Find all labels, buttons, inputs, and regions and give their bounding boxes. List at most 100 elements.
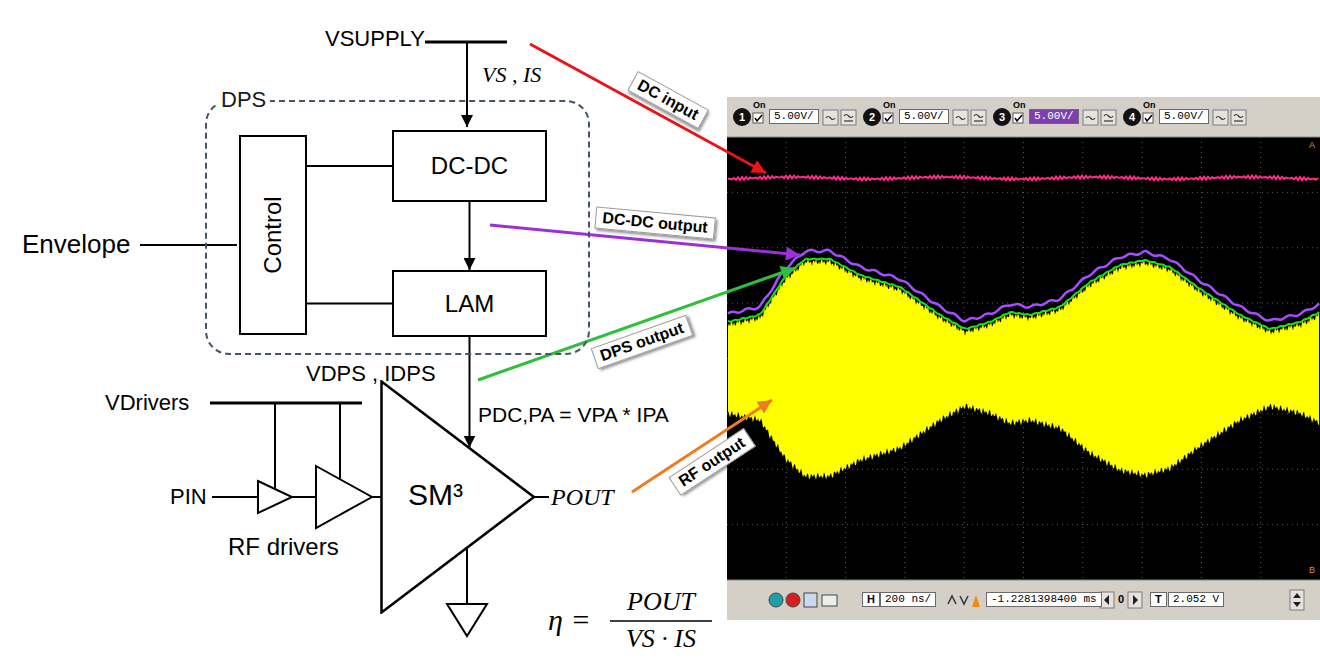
signal-name: VDPS , IDPS — [306, 363, 436, 385]
wave-icon — [826, 117, 835, 120]
scope-top-bar — [727, 97, 1320, 137]
driver-triangle — [316, 466, 372, 528]
wave-icon — [1104, 115, 1113, 118]
block-label: LAM — [445, 292, 494, 316]
connector — [469, 202, 471, 270]
wave-icon — [844, 115, 853, 118]
dps-group: DPSControlDC-DCLAM — [205, 100, 590, 355]
wave-icon — [1104, 120, 1113, 121]
channel-badge — [993, 108, 1011, 126]
supply-name: VDrivers — [105, 392, 189, 414]
marker-letter: A — [1309, 141, 1315, 150]
printer-icon — [822, 595, 837, 606]
wave-icon — [974, 120, 983, 121]
signal-name: PIN — [170, 486, 207, 508]
channel-badge — [733, 108, 751, 126]
trigger-value: 2.052 V — [1168, 592, 1224, 607]
channel-number: 3 — [999, 112, 1005, 123]
delay-value: -1.2281398400 ms — [986, 592, 1102, 607]
coupling-button — [1213, 110, 1228, 125]
channel-state: On — [753, 101, 766, 110]
input-name: Envelope — [22, 231, 130, 257]
trigger-marker — [972, 595, 980, 607]
supply-trace — [728, 176, 1318, 181]
envelope-wire — [140, 244, 237, 246]
step-button — [1128, 592, 1142, 608]
input-wire — [212, 496, 258, 498]
control-block: Control — [239, 135, 307, 335]
ground-triangle — [447, 604, 487, 636]
toolbar-icon — [804, 593, 817, 607]
signal-name: VS , IS — [482, 64, 541, 86]
converter-block: DC-DC — [392, 130, 547, 202]
driver-supply-wire — [339, 403, 341, 479]
step-value: 0 — [1118, 594, 1124, 605]
toolbar-icon — [786, 593, 800, 607]
connector — [307, 303, 392, 305]
callout-label: DC-DC output — [594, 207, 715, 240]
block-label: DC-DC — [431, 154, 508, 178]
connector — [307, 165, 392, 167]
channel-number: 4 — [1129, 112, 1135, 123]
block-label: SM³ — [408, 480, 463, 510]
toolbar-icon — [769, 593, 783, 607]
fraction-bar — [610, 620, 712, 622]
step-arrow — [1133, 595, 1138, 605]
delay-arrows — [948, 596, 968, 604]
equation-term: η = — [548, 605, 591, 635]
wave-icon — [974, 115, 983, 118]
wave-icon — [1216, 117, 1225, 120]
callout-arrows — [478, 44, 800, 492]
rf-drivers — [210, 403, 381, 528]
marker-letter: B — [1309, 566, 1315, 575]
coupling-button — [841, 110, 856, 125]
wave-icon — [1234, 120, 1243, 121]
supply-arrow — [466, 42, 468, 127]
check-mark — [885, 115, 892, 121]
channel-state: On — [1013, 101, 1026, 110]
dcdc-trace — [728, 250, 1319, 322]
wave-icon — [844, 120, 853, 121]
equation-term: POUT — [627, 589, 695, 615]
trigger-key: T — [1150, 592, 1167, 607]
driver-wire — [372, 496, 381, 498]
supply-name: VSUPPLY — [325, 28, 425, 50]
output-wire — [534, 496, 549, 498]
spinner — [1290, 590, 1304, 610]
channel-state: On — [883, 101, 896, 110]
amplifier-block: LAM — [392, 270, 547, 337]
part-name: RF drivers — [228, 535, 339, 559]
check-mark — [755, 115, 762, 121]
callout-arrow — [530, 44, 766, 173]
dps-trace — [728, 259, 1319, 329]
channel-scale: 5.00V/ — [769, 109, 819, 124]
coupling-button — [953, 110, 968, 125]
driver-supply-wire — [274, 403, 276, 489]
channel-badge — [863, 108, 881, 126]
scope-traces — [727, 108, 1320, 610]
channel-scale: 5.00V/ — [1159, 109, 1209, 124]
channel-state: On — [1143, 101, 1156, 110]
block-label: DPS — [217, 89, 270, 111]
wave-icon — [1234, 115, 1243, 118]
timebase-key: H — [862, 592, 880, 607]
coupling-button — [1231, 110, 1246, 125]
channel-number: 2 — [869, 112, 875, 123]
ground-symbol — [447, 549, 487, 636]
block-label: Control — [261, 196, 285, 273]
signal-name: POUT — [551, 485, 614, 509]
check-mark — [1015, 115, 1022, 121]
channel-number: 1 — [739, 112, 745, 123]
step-arrow — [1104, 595, 1109, 605]
channel-checkbox — [753, 113, 763, 123]
coupling-button — [823, 110, 838, 125]
coupling-button — [971, 110, 986, 125]
equation-term: VS · IS — [626, 626, 696, 652]
timebase-value: 200 ns/ — [880, 592, 936, 607]
step-button — [1100, 592, 1114, 608]
grid-line — [727, 524, 1320, 525]
driver-wire — [292, 496, 316, 498]
channel-checkbox — [883, 113, 893, 123]
rf-trace — [728, 258, 1319, 480]
channel-scale: 5.00V/ — [1029, 109, 1079, 124]
